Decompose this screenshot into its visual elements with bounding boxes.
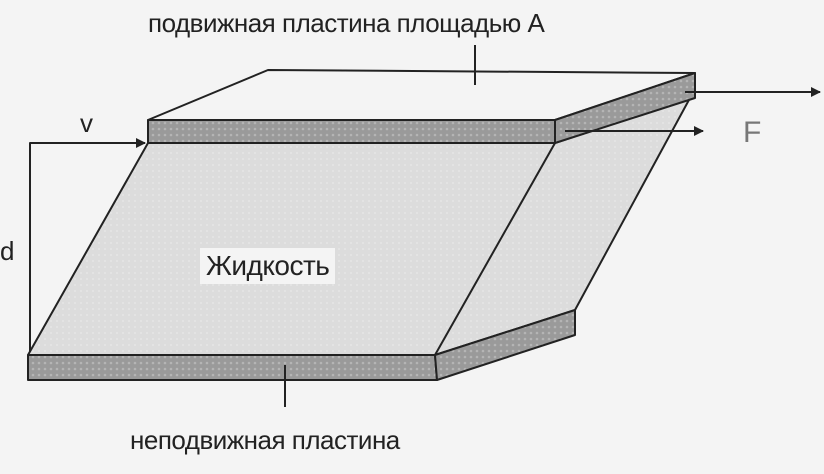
fluid-edge: [434, 142, 556, 356]
fluid-label: Жидкость: [200, 248, 336, 284]
top-plate-front: [147, 119, 556, 144]
distance-label: d: [0, 236, 14, 266]
bottom-plate-side: [434, 309, 576, 381]
bottom-plate-label: неподвижная пластина: [130, 425, 400, 455]
force-label: F: [743, 116, 761, 149]
velocity-label: v: [80, 108, 93, 138]
velocity-arrow: [29, 138, 146, 352]
top-plate-label: подвижная пластина площадью A: [148, 8, 545, 38]
top-plate-side: [554, 72, 696, 144]
bottom-plate-front: [27, 354, 438, 381]
